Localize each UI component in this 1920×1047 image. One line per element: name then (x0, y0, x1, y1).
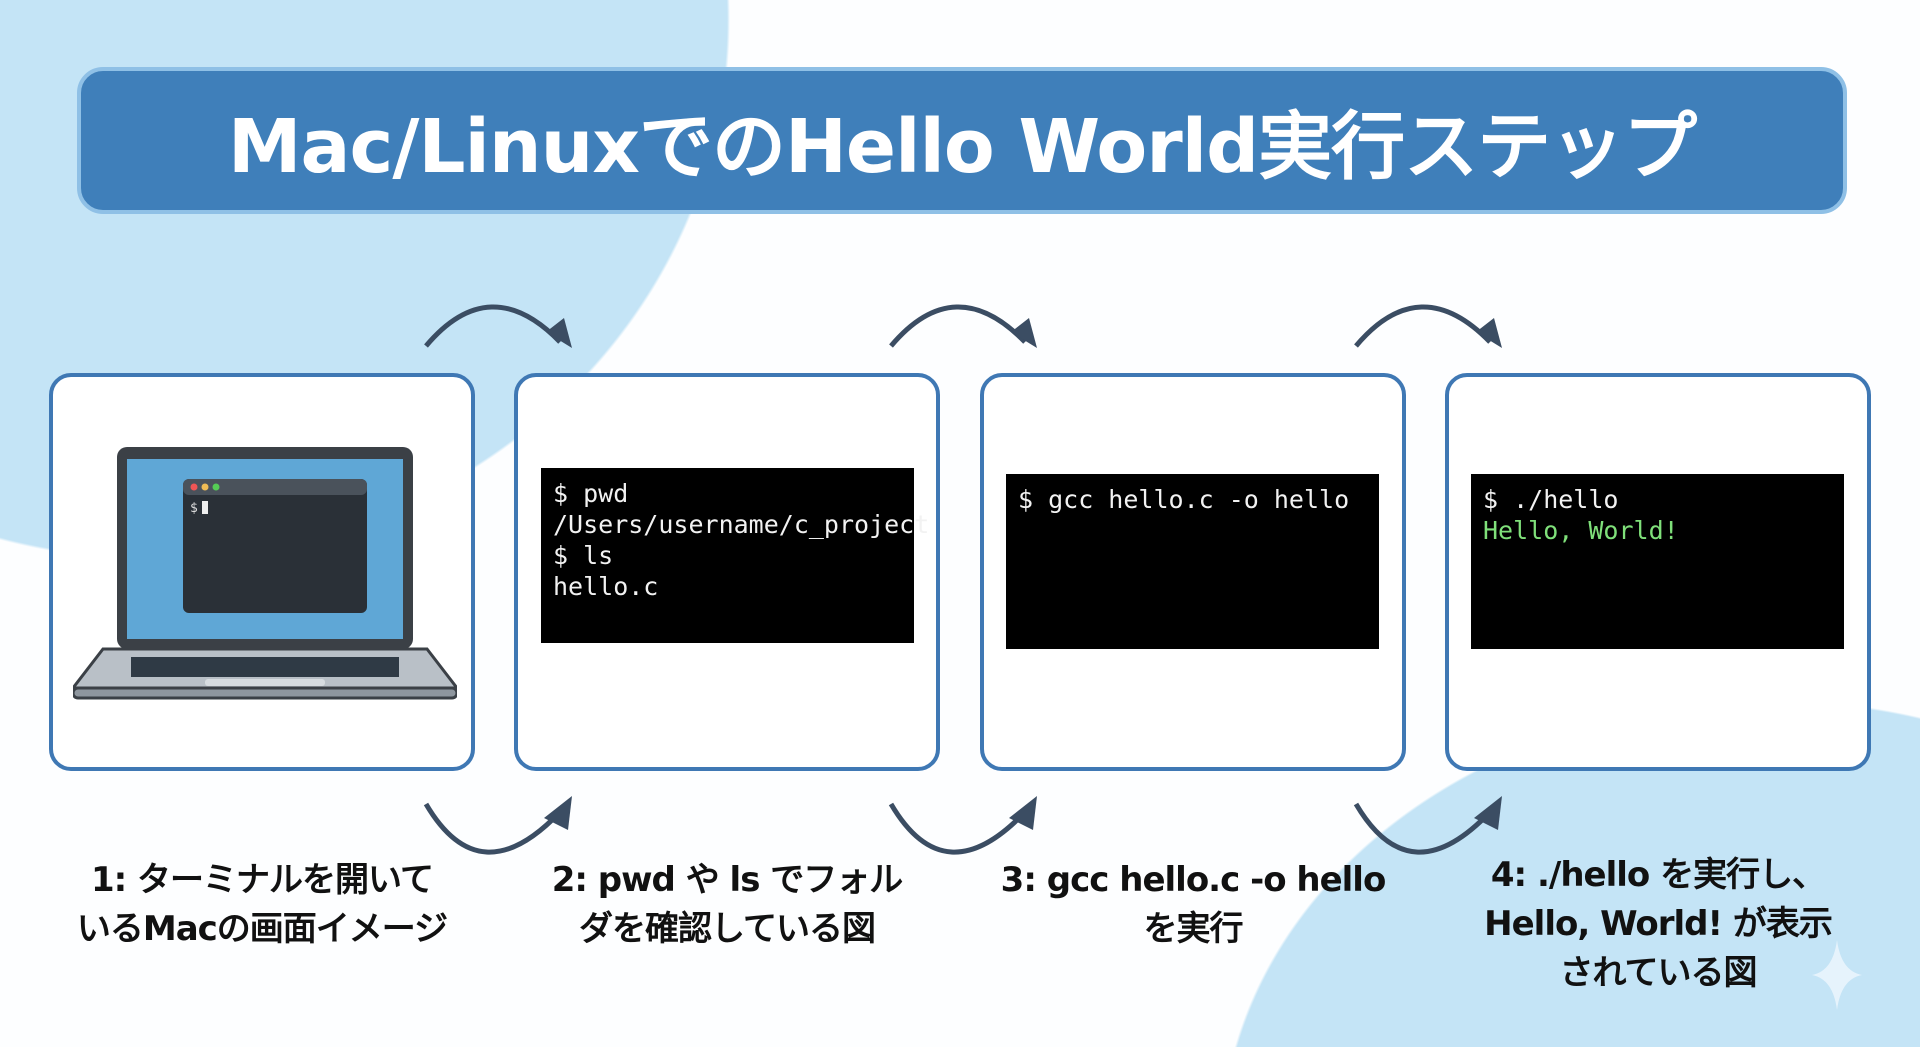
step-4-label: 4: ./hello を実行し、 Hello, World! が表示されている図 (1445, 851, 1871, 998)
label-line: ダを確認している図 (579, 909, 876, 949)
label-line: Hello, World! が表示 (1484, 904, 1833, 944)
sparkle-icon (1812, 940, 1862, 1010)
step-3-label: 3: gcc hello.c -o hello を実行 (980, 856, 1406, 954)
label-line: 1: ターミナルを開いて (90, 860, 434, 900)
terminal-line: hello.c (553, 572, 659, 601)
title-banner: Mac/LinuxでのHello World実行ステップ (77, 67, 1847, 214)
step-3-card: $ gcc hello.c -o hello (980, 373, 1406, 771)
terminal-window: $ gcc hello.c -o hello (1006, 474, 1379, 649)
terminal-output: Hello, World! (1483, 516, 1679, 545)
label-line: を実行 (1143, 909, 1244, 949)
label-line: いるMacの画面イメージ (76, 909, 448, 949)
terminal-line: $ gcc hello.c -o hello (1018, 485, 1350, 514)
label-line: 3: gcc hello.c -o hello (1000, 860, 1387, 900)
step-1-label: 1: ターミナルを開いているMacの画面イメージ (49, 856, 475, 954)
label-line: 2: pwd や ls でフォル (551, 860, 904, 900)
step-1-card: $ (49, 373, 475, 771)
terminal-line: /Users/username/c_project (553, 510, 930, 539)
terminal-line: $ ./hello (1483, 485, 1619, 514)
step-2-label: 2: pwd や ls でフォルダを確認している図 (514, 856, 940, 954)
arrow-bottom-3-icon (1353, 796, 1502, 855)
terminal-line: $ ls (553, 541, 614, 570)
arrow-bottom-1-icon (423, 796, 572, 855)
laptop-icon: $ (73, 447, 457, 700)
label-line: されている図 (1559, 953, 1758, 993)
arrow-top-3-icon (1354, 304, 1502, 348)
arrow-bottom-2-icon (888, 796, 1037, 855)
terminal-line: $ pwd (553, 479, 629, 508)
page-title: Mac/LinuxでのHello World実行ステップ (227, 104, 1697, 190)
label-line: 4: ./hello を実行し、 (1490, 855, 1826, 895)
arrow-top-2-icon (889, 304, 1037, 348)
terminal-prompt: $ (190, 501, 198, 516)
arrow-top-1-icon (424, 304, 572, 348)
